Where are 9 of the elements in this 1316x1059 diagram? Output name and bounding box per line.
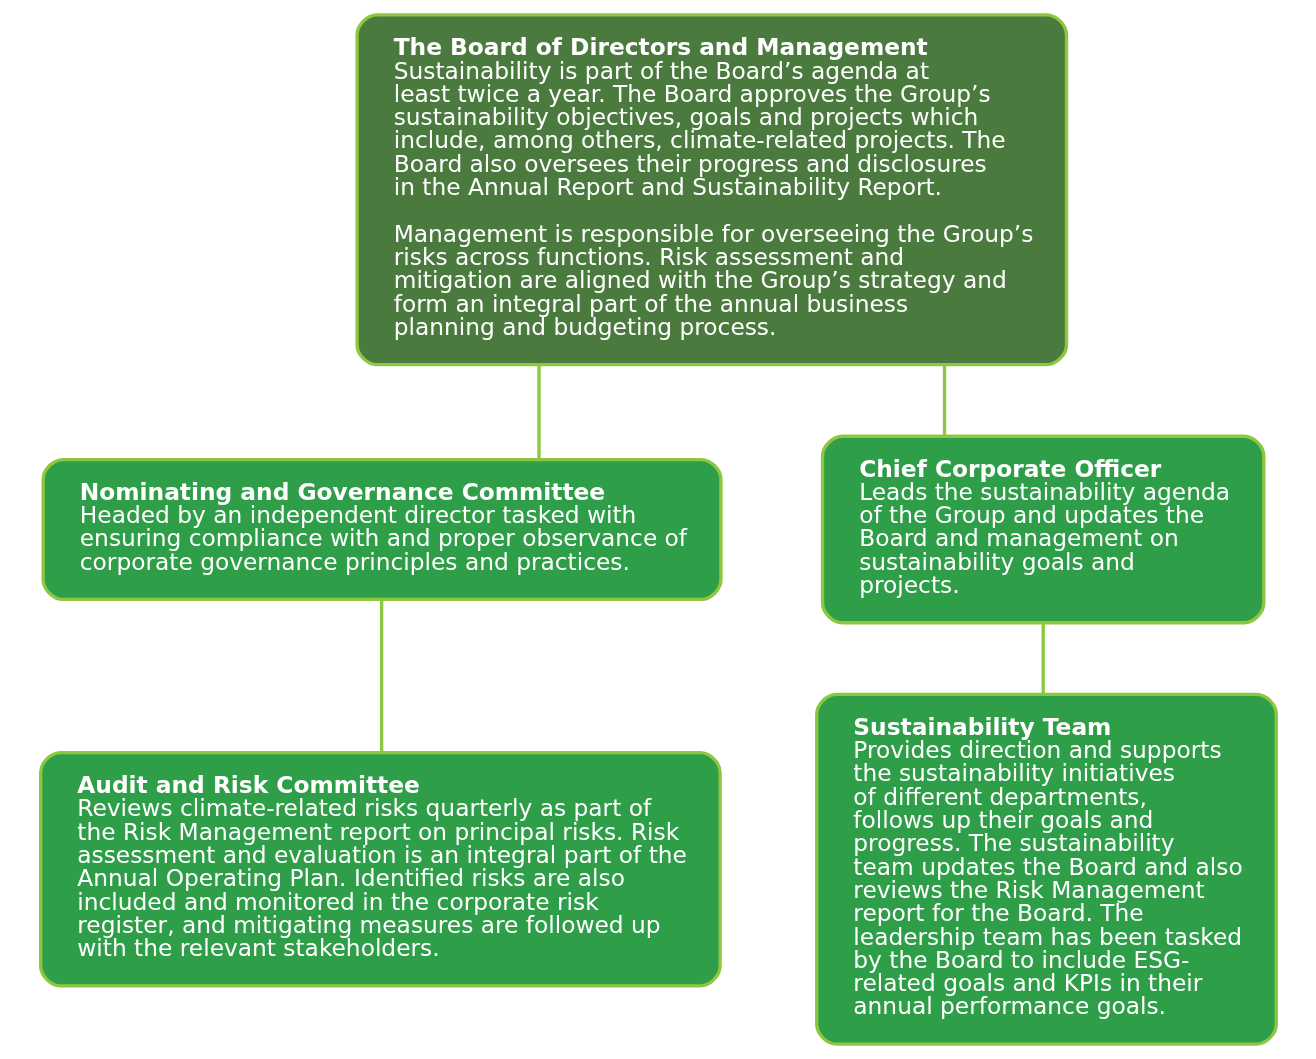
- node-box: The Board of Directors and Management Sustainability is part of the Board’s agenda at least twice a year. The Board approves the Group’s sustainability objectives, goals and projects which include, among others, climate-related projects. The Board also oversees their progress and disclosures in the Annual Report and Sustainability Report. Management is responsible for overseeing the Group’s risks across functions. Risk assessment and mitigation are aligned with the Group’s strategy and form an integral part of the annual business planning and budgeting process.: [354, 13, 1068, 367]
- node-box: Audit and Risk Committee Reviews climate-related risks quarterly as part of the Risk Management report on principal risks. Risk assessment and evaluation is an integral part of the Annual Operating Plan. Identified risks are also included and monitored in the corporate risk register, and mitigating measures are followed up with the relevant stakeholders.: [38, 751, 722, 988]
- node-box: Nominating and Governance Committee Headed by an independent director tasked with ensuring compliance with and proper observance of corporate governance principles and practices.: [41, 457, 723, 602]
- node-box: Sustainability Team Provides direction and supports the sustainability initiatives of different departments, follows up their goals and progress. The sustainability team updates the Board and also reviews the Risk Management report for the Board. The leadership team has been tasked by the Board to include ESG-related goals and KPIs in their annual performance goals.: [814, 692, 1278, 1046]
- connector: [1041, 622, 1045, 694]
- connector: [942, 365, 946, 437]
- connector: [536, 365, 541, 460]
- node-box: Chief Corporate Officer Leads the sustainability agenda of the Group and updates the Board and management on sustainability goals and projects.: [820, 434, 1265, 625]
- connector: [379, 599, 383, 753]
